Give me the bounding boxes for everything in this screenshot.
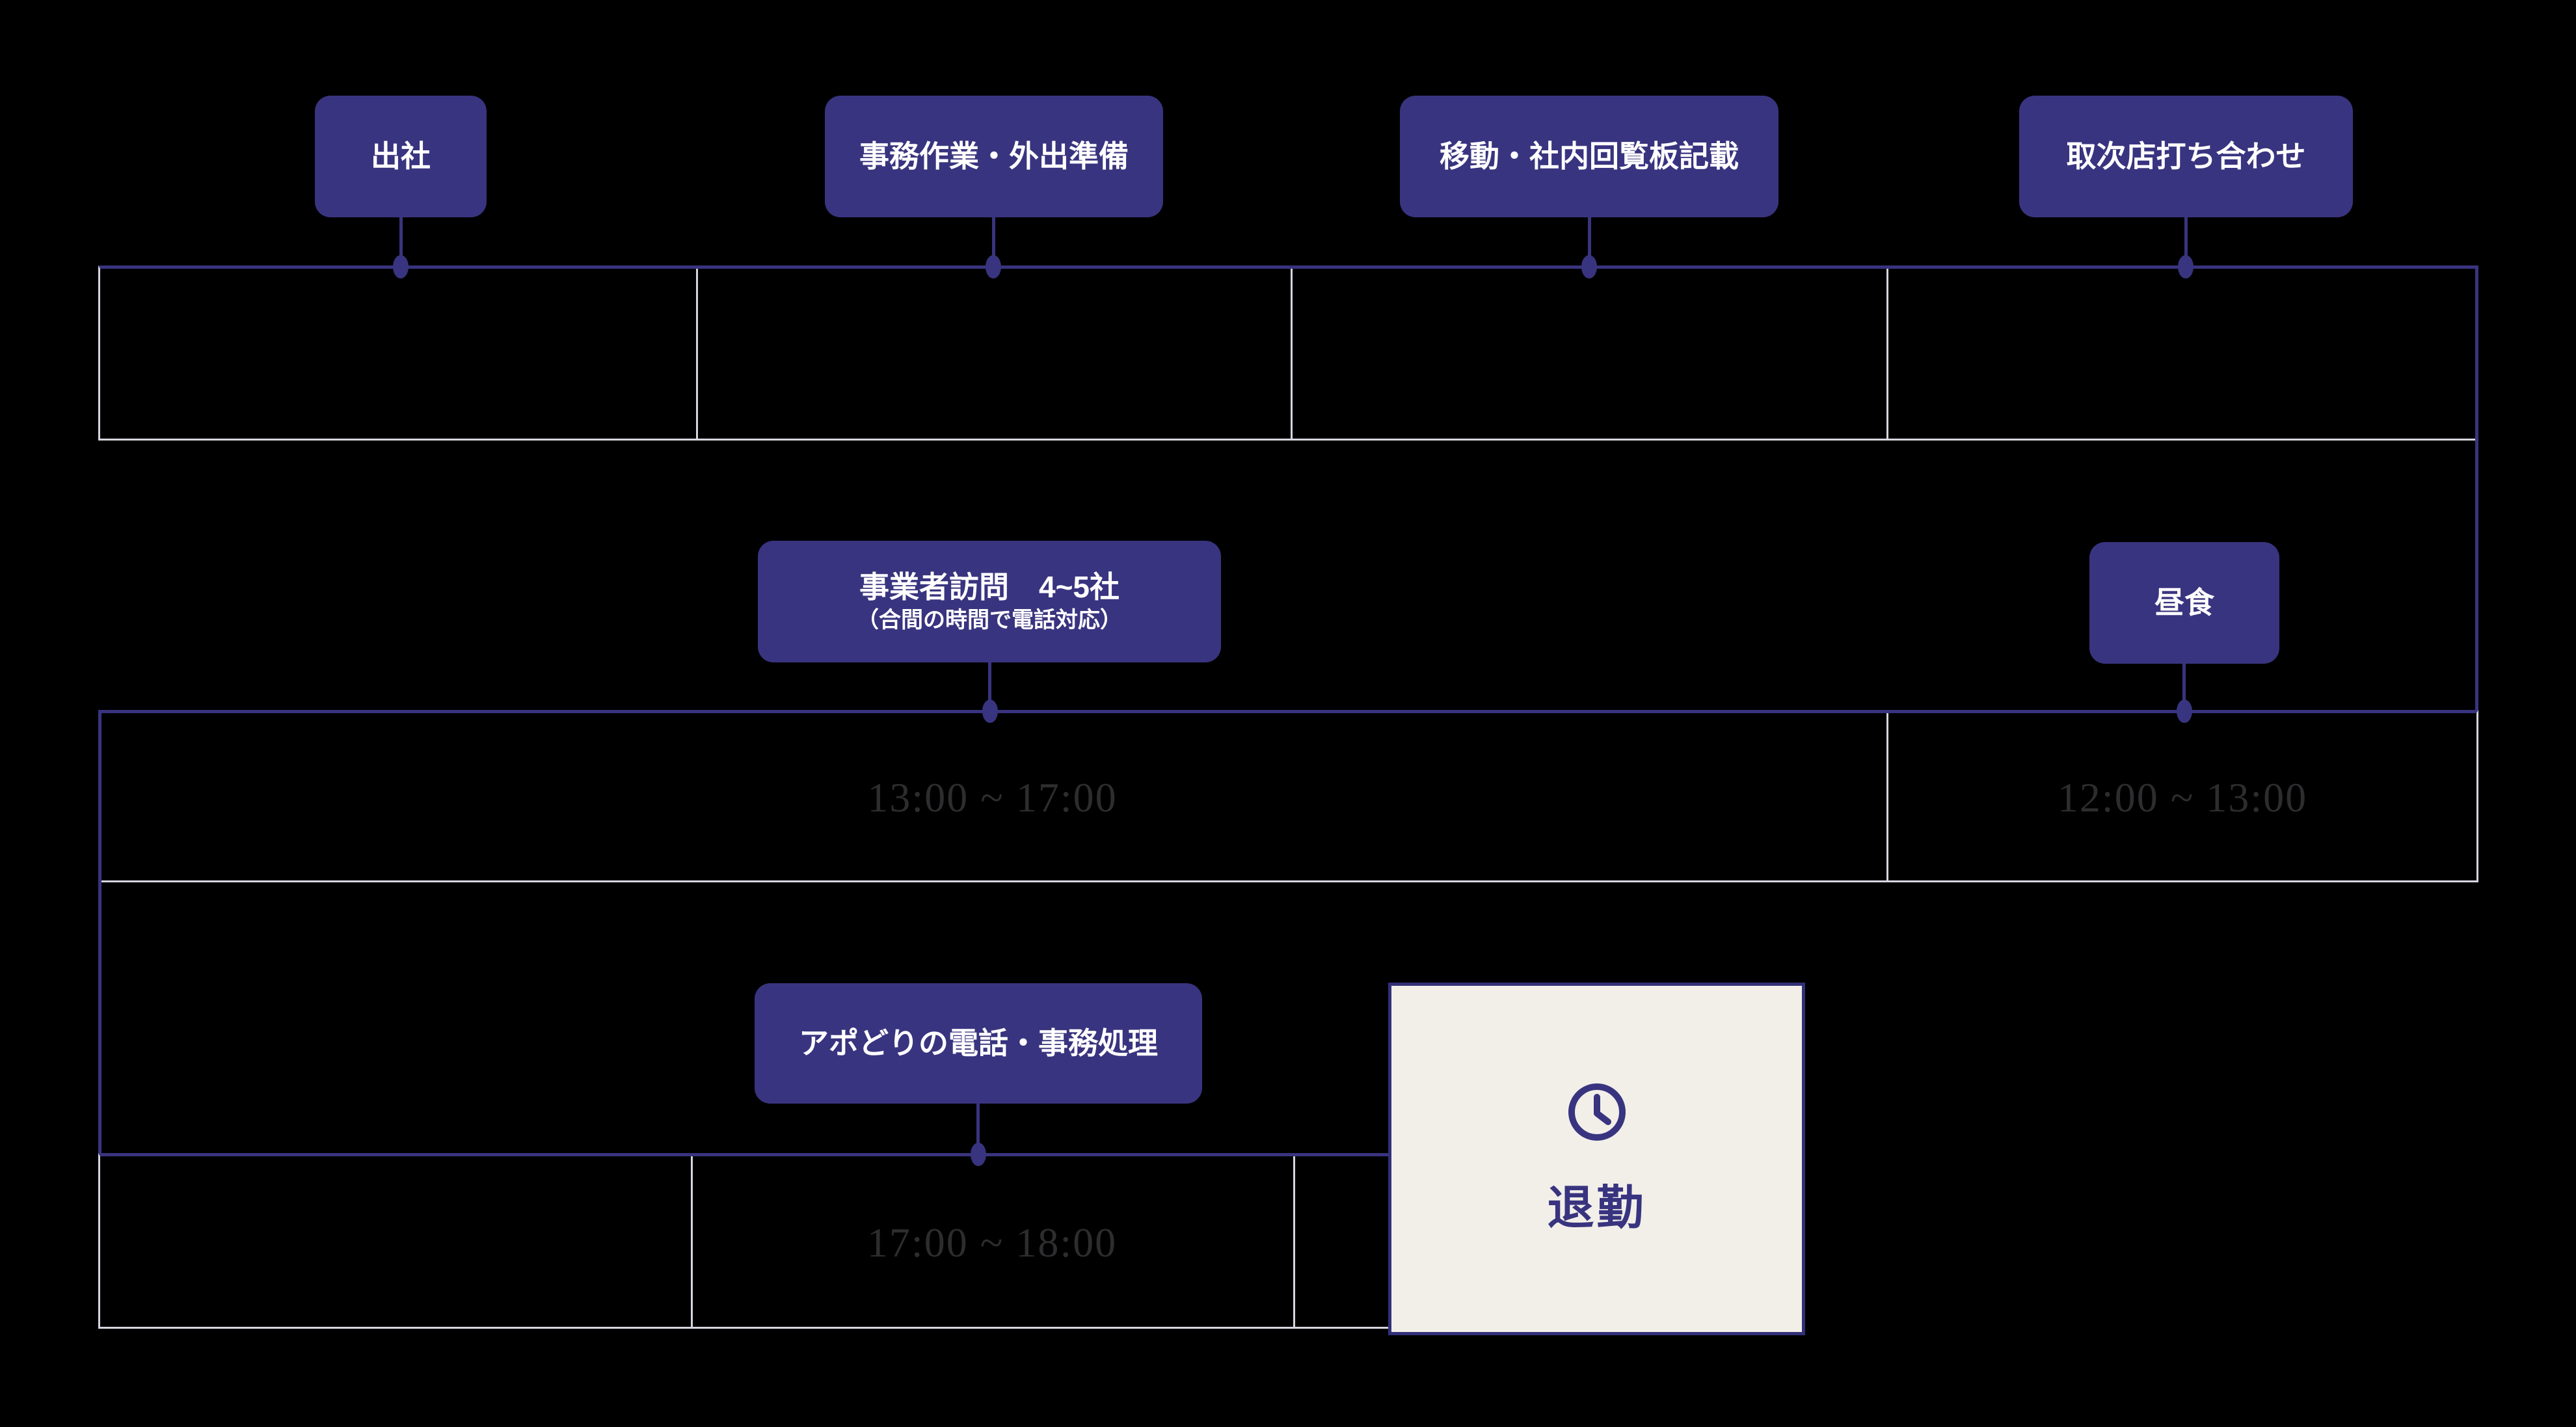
segment-divider bbox=[1886, 713, 1888, 882]
timeline-dot bbox=[982, 700, 998, 723]
connector-line bbox=[988, 662, 991, 701]
checkout-card: 退勤 bbox=[1388, 983, 1805, 1335]
connector-line bbox=[2182, 664, 2186, 701]
event-label: 取次店打ち合わせ bbox=[2066, 139, 2306, 173]
timeline-band-row3 bbox=[98, 1153, 1393, 1329]
event-label: 移動・社内回覧板記載 bbox=[1440, 139, 1739, 173]
segment-divider bbox=[1886, 269, 1888, 441]
event-box-chushoku: 昼食 bbox=[2089, 542, 2279, 664]
connector-line bbox=[399, 217, 403, 258]
segment-divider bbox=[1291, 269, 1293, 441]
event-sublabel: （合間の時間で電話対応） bbox=[857, 608, 1122, 633]
timeline-dot bbox=[971, 1143, 986, 1166]
segment-divider bbox=[696, 269, 698, 441]
event-label: アポどりの電話・事務処理 bbox=[799, 1026, 1158, 1060]
time-range-label: 12:00 ~ 13:00 bbox=[2057, 774, 2308, 821]
event-label: 事業者訪問 4~5社 bbox=[859, 569, 1120, 604]
connector-line bbox=[1588, 217, 1591, 258]
timeline-band-row1 bbox=[98, 265, 2478, 441]
checkout-label: 退勤 bbox=[1547, 1182, 1646, 1234]
event-box-ido-kairanban: 移動・社内回覧板記載 bbox=[1400, 96, 1778, 217]
event-label: 昼食 bbox=[2154, 585, 2214, 619]
event-box-apodori: アポどりの電話・事務処理 bbox=[755, 983, 1202, 1104]
timeline-dot bbox=[2177, 700, 2192, 723]
segment-divider bbox=[691, 1156, 693, 1329]
connector-line bbox=[992, 217, 995, 258]
event-label: 事務作業・外出準備 bbox=[859, 139, 1129, 173]
event-box-toritsugiten: 取次店打ち合わせ bbox=[2019, 96, 2353, 217]
timeline-dot bbox=[2178, 255, 2194, 279]
timeline-dot bbox=[393, 255, 409, 279]
timeline-band-row2 bbox=[98, 710, 2478, 882]
time-range-label: 13:00 ~ 17:00 bbox=[867, 774, 1118, 821]
event-box-jimu-sagyo: 事務作業・外出準備 bbox=[825, 96, 1163, 217]
timeline-dot bbox=[1581, 255, 1597, 279]
timeline-connector-left bbox=[98, 710, 101, 1153]
event-box-shussha: 出社 bbox=[315, 96, 487, 217]
clock-icon bbox=[1568, 1083, 1626, 1141]
segment-divider bbox=[1293, 1156, 1295, 1329]
connector-line bbox=[976, 1104, 980, 1145]
connector-line bbox=[2184, 217, 2188, 258]
event-label: 出社 bbox=[371, 139, 431, 173]
timeline-connector-right bbox=[2475, 265, 2478, 710]
event-box-jigyosha-homon: 事業者訪問 4~5社 （合間の時間で電話対応） bbox=[758, 541, 1221, 662]
time-range-label: 17:00 ~ 18:00 bbox=[866, 1219, 1118, 1266]
timeline-dot bbox=[986, 255, 1001, 279]
